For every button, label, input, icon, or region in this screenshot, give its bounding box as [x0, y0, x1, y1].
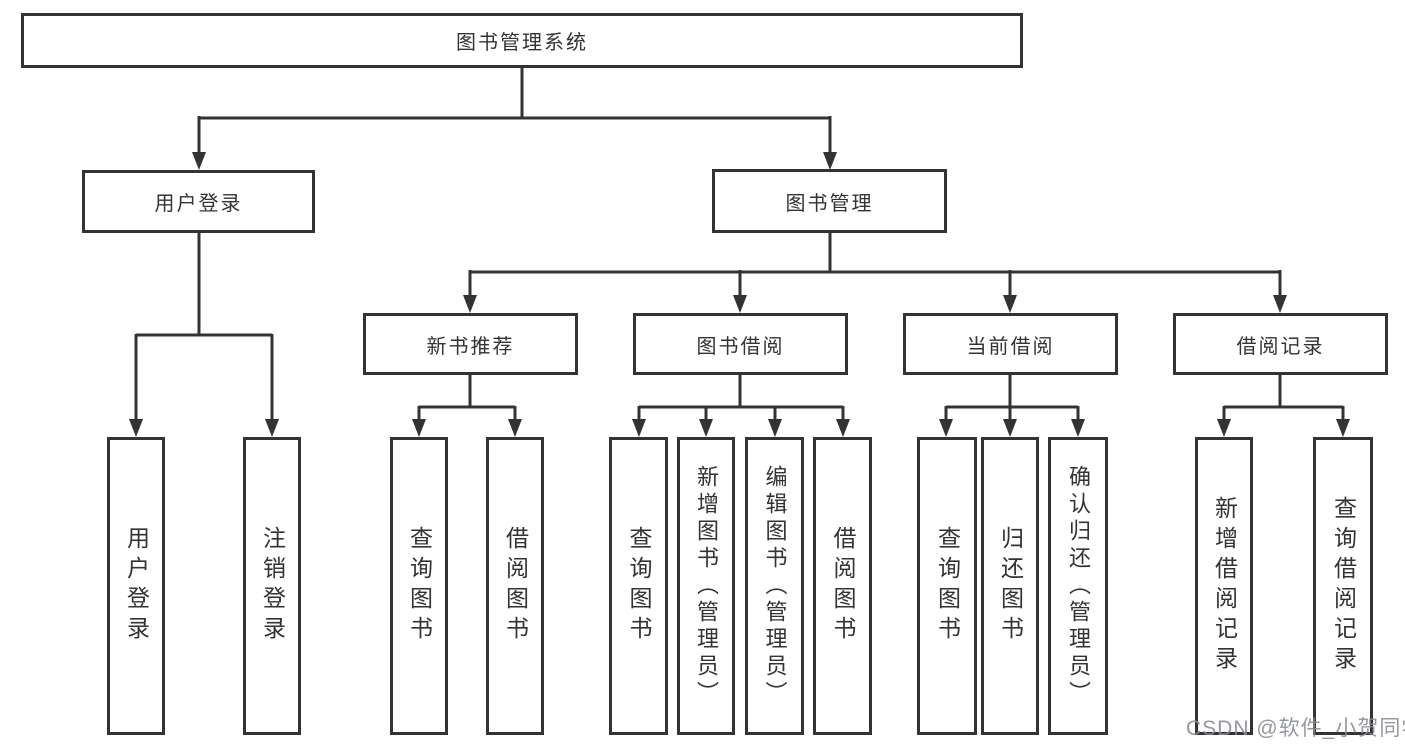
node-book-borrowing: 图书借阅 [633, 313, 848, 375]
leaf-recommend-borrow-books: 借阅图书 [486, 437, 544, 735]
leaf-return-books: 归还图书 [981, 437, 1039, 735]
leaf-query-borrow-record-label: 查询借阅记录 [1330, 496, 1357, 676]
leaf-edit-books-admin: 编辑图书（管理员） [745, 437, 804, 735]
leaf-add-books-admin-label: 新增图书（管理员） [694, 464, 719, 708]
node-root-label: 图书管理系统 [456, 32, 588, 54]
node-book-management: 图书管理 [712, 169, 947, 233]
leaf-query-borrow-record: 查询借阅记录 [1313, 437, 1373, 735]
node-borrowing-records-label: 借阅记录 [1236, 335, 1325, 358]
leaf-add-borrow-record-label: 新增借阅记录 [1211, 496, 1238, 676]
leaf-recommend-query-books: 查询图书 [390, 437, 448, 735]
leaf-logout-label: 注销登录 [259, 526, 286, 646]
leaf-recommend-borrow-books-label: 借阅图书 [502, 526, 529, 646]
node-new-book-recommend: 新书推荐 [363, 313, 578, 375]
leaf-borrowing-query-books-label: 查询图书 [626, 526, 652, 646]
csdn-watermark: CSDN @软件_小贺同学 [1186, 717, 1405, 740]
node-new-book-recommend-label: 新书推荐 [426, 335, 515, 358]
leaf-return-books-label: 归还图书 [997, 526, 1024, 646]
leaf-add-books-admin: 新增图书（管理员） [677, 437, 735, 735]
node-book-borrowing-label: 图书借阅 [696, 335, 785, 358]
leaf-logout: 注销登录 [243, 437, 301, 735]
node-user-login-label: 用户登录 [154, 193, 243, 215]
node-root: 图书管理系统 [21, 13, 1023, 68]
leaf-current-query-books-label: 查询图书 [934, 526, 961, 646]
leaf-user-login-label: 用户登录 [123, 526, 150, 646]
node-borrowing-records: 借阅记录 [1173, 313, 1388, 375]
node-current-borrowing-label: 当前借阅 [966, 335, 1055, 358]
leaf-borrowing-query-books: 查询图书 [609, 437, 668, 735]
node-current-borrowing: 当前借阅 [903, 313, 1118, 375]
arrowhead-icons [129, 152, 1350, 437]
leaf-recommend-query-books-label: 查询图书 [406, 526, 433, 646]
leaf-current-query-books: 查询图书 [917, 437, 977, 735]
leaf-edit-books-admin-label: 编辑图书（管理员） [762, 464, 788, 708]
leaf-confirm-return-admin-label: 确认归还（管理员） [1066, 464, 1091, 708]
leaf-borrowing-borrow-books: 借阅图书 [813, 437, 872, 735]
leaf-borrowing-borrow-books-label: 借阅图书 [830, 526, 856, 646]
leaf-user-login: 用户登录 [107, 437, 165, 735]
leaf-confirm-return-admin: 确认归还（管理员） [1048, 437, 1108, 735]
connector-edges [134, 68, 1345, 420]
leaf-add-borrow-record: 新增借阅记录 [1195, 437, 1253, 735]
node-user-login: 用户登录 [82, 170, 315, 233]
node-book-management-label: 图书管理 [785, 192, 874, 215]
